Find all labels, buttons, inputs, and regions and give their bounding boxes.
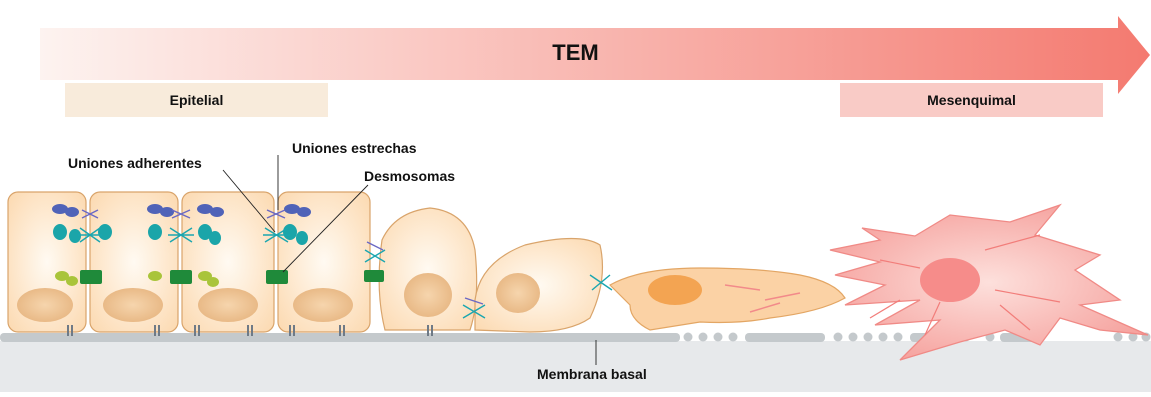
nucleus	[404, 273, 452, 317]
mesenchymal-label: Mesenquimal	[927, 92, 1016, 108]
nucleus	[648, 275, 702, 305]
basal-membrane-label: Membrana basal	[537, 366, 647, 382]
nucleus	[920, 258, 980, 302]
nucleus	[103, 288, 163, 322]
nucleus	[496, 273, 540, 313]
nucleus	[293, 288, 353, 322]
mesenchymal-stage-box: Mesenquimal	[840, 83, 1103, 117]
epithelial-label: Epitelial	[170, 92, 224, 108]
transitioning-cell-2	[475, 239, 602, 333]
transitioning-cell-3	[610, 268, 845, 330]
nucleus	[17, 288, 73, 322]
tight-label: Uniones estrechas	[292, 140, 417, 156]
epithelial-stage-box: Epitelial	[65, 83, 328, 117]
desmosomes-label: Desmosomas	[364, 168, 455, 184]
nucleus	[198, 288, 258, 322]
basal-membrane-fragments	[684, 333, 1151, 343]
adherens-label: Uniones adherentes	[68, 155, 202, 171]
tem-title: TEM	[0, 40, 1151, 66]
